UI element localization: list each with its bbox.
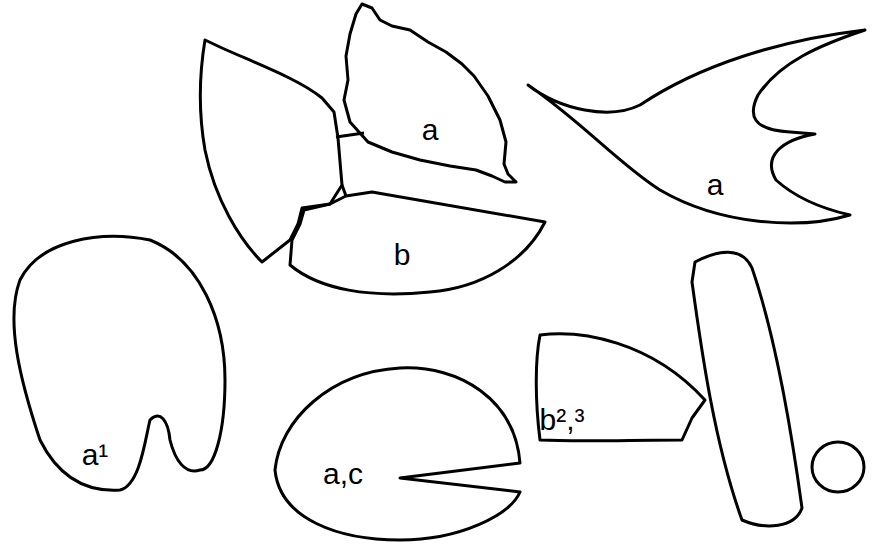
part-letter: a <box>422 115 439 145</box>
fragment-outline <box>536 334 705 441</box>
outlined-fragment: a¹ <box>8 228 230 496</box>
fragment-outline <box>275 368 520 540</box>
fragment-outline <box>290 192 545 294</box>
part-letter: a <box>707 170 724 200</box>
fragment-outline <box>692 252 802 526</box>
outlined-fragment: a <box>338 0 524 192</box>
outlined-fragment: b <box>280 184 552 300</box>
fragment-outline <box>812 442 864 492</box>
fragment-outline <box>338 0 524 192</box>
fragment-outline <box>280 184 552 300</box>
part-letter: b <box>394 240 411 270</box>
part-letter: a¹ <box>82 440 109 470</box>
fragment-outline <box>524 24 872 232</box>
part-letter: a,c <box>323 459 363 489</box>
fragment-outline <box>14 236 225 490</box>
fragment-outline <box>528 30 865 223</box>
outlined-fragment: a,c <box>270 362 526 546</box>
part-letter: b²,³ <box>540 405 585 435</box>
outlined-fragment: b²,³ <box>530 326 710 446</box>
fragment-outline <box>344 4 516 182</box>
outlined-fragment: a <box>524 24 872 232</box>
join-line <box>342 185 346 196</box>
fragment-outline <box>200 40 342 262</box>
fragment-outline <box>8 228 230 496</box>
fragment-outline <box>270 362 526 546</box>
